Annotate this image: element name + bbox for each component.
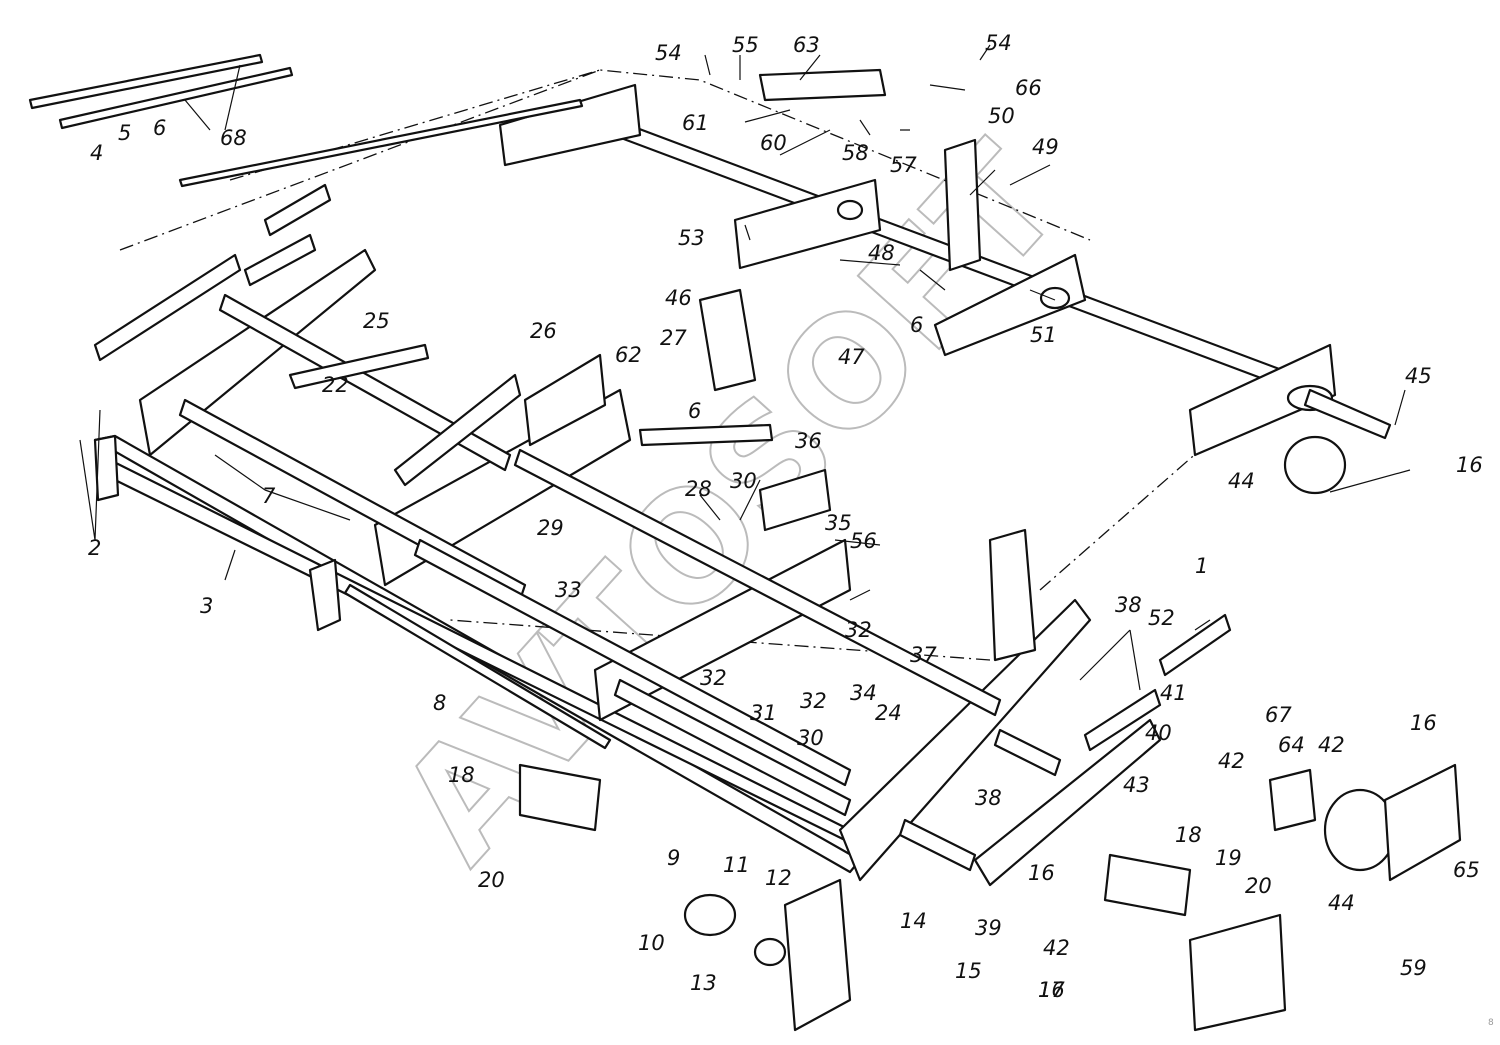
callout: 43 bbox=[1123, 773, 1150, 797]
callout: 16 bbox=[1028, 861, 1055, 885]
callout: 50 bbox=[988, 104, 1015, 128]
callout: 52 bbox=[1148, 606, 1175, 630]
upper-left-links bbox=[93, 183, 607, 487]
callout: 16 bbox=[1410, 711, 1437, 735]
callout: 19 bbox=[1215, 846, 1242, 870]
callout: 32 bbox=[845, 618, 872, 642]
callout: 16 bbox=[1038, 978, 1065, 1002]
callout: 3 bbox=[200, 594, 213, 618]
callout: 51 bbox=[1030, 323, 1057, 347]
callout: 65 bbox=[1453, 858, 1480, 882]
callout: 42 bbox=[1218, 749, 1245, 773]
callout: 26 bbox=[530, 319, 557, 343]
callout: 56 bbox=[850, 529, 877, 553]
disc-assemblies bbox=[518, 435, 1462, 1032]
callout: 4 bbox=[90, 141, 103, 165]
callout: 46 bbox=[665, 286, 692, 310]
callout: 18 bbox=[448, 763, 475, 787]
callout: 61 bbox=[682, 111, 709, 135]
callout: 54 bbox=[985, 31, 1012, 55]
callout: 66 bbox=[1015, 76, 1042, 100]
callout: 38 bbox=[975, 786, 1002, 810]
callout: 36 bbox=[795, 429, 822, 453]
callout: 44 bbox=[1328, 891, 1355, 915]
callout: 11 bbox=[723, 853, 750, 877]
callout: 37 bbox=[910, 643, 937, 667]
callout: 31 bbox=[750, 701, 777, 725]
callout: 68 bbox=[220, 126, 247, 150]
callout: 6 bbox=[688, 399, 701, 423]
callout: 49 bbox=[1032, 135, 1059, 159]
frame-outline-upper bbox=[119, 69, 1201, 661]
callout: 63 bbox=[793, 33, 820, 57]
callout: 13 bbox=[690, 971, 717, 995]
corner-mark: 8 bbox=[1488, 1018, 1494, 1028]
callout: 7 bbox=[262, 484, 276, 508]
callout: 30 bbox=[797, 726, 824, 750]
callout: 41 bbox=[1160, 681, 1187, 705]
callout: 32 bbox=[700, 666, 727, 690]
callout: 32 bbox=[800, 689, 827, 713]
callout: 8 bbox=[433, 691, 446, 715]
callout: 2 bbox=[88, 536, 101, 560]
callout: 42 bbox=[1318, 733, 1345, 757]
callout: 44 bbox=[1228, 469, 1255, 493]
callout: 6 bbox=[153, 116, 166, 140]
callout: 28 bbox=[685, 477, 712, 501]
callout: 45 bbox=[1405, 364, 1432, 388]
callout: 22 bbox=[322, 373, 349, 397]
callout: 12 bbox=[765, 866, 792, 890]
callout: 39 bbox=[975, 916, 1002, 940]
callout: 5 bbox=[118, 121, 131, 145]
callout: 16 bbox=[1456, 453, 1483, 477]
callout: 64 bbox=[1278, 733, 1305, 757]
callout: 33 bbox=[555, 578, 582, 602]
callout: 48 bbox=[868, 241, 895, 265]
callout: 47 bbox=[838, 345, 865, 369]
callout: 9 bbox=[667, 846, 680, 870]
callout: 27 bbox=[660, 326, 687, 350]
callout: 35 bbox=[825, 511, 852, 535]
callout: 1 bbox=[1195, 554, 1208, 578]
callout: 17 bbox=[1038, 978, 1065, 1002]
center-brackets bbox=[638, 68, 1317, 832]
callout: 30 bbox=[730, 469, 757, 493]
callout: 53 bbox=[678, 226, 705, 250]
callout-labels: 1 2 3 4 5 6 6 6 7 8 9 10 11 12 13 14 15 … bbox=[88, 31, 1483, 1002]
callout: 57 bbox=[890, 153, 917, 177]
callout: 60 bbox=[760, 131, 787, 155]
callout: 42 bbox=[1043, 936, 1070, 960]
callout: 58 bbox=[842, 141, 869, 165]
callout: 55 bbox=[732, 33, 759, 57]
callout: 38 bbox=[1115, 593, 1142, 617]
callout: 62 bbox=[615, 343, 642, 367]
callout: 10 bbox=[638, 931, 665, 955]
callout: 34 bbox=[850, 681, 877, 705]
callout: 59 bbox=[1400, 956, 1427, 980]
callout: 18 bbox=[1175, 823, 1202, 847]
callout: 6 bbox=[910, 313, 923, 337]
main-frame bbox=[93, 248, 1162, 887]
callout: 14 bbox=[900, 909, 927, 933]
callout: 20 bbox=[478, 868, 505, 892]
callout: 54 bbox=[655, 41, 682, 65]
callout: 20 bbox=[1245, 874, 1272, 898]
leader-lines bbox=[79, 44, 1411, 691]
tie-rods bbox=[28, 53, 584, 188]
callout: 67 bbox=[1265, 703, 1292, 727]
callout: 24 bbox=[875, 701, 902, 725]
callout: 40 bbox=[1145, 721, 1172, 745]
callout: 25 bbox=[363, 309, 390, 333]
callout: 29 bbox=[537, 516, 564, 540]
callout: 15 bbox=[955, 959, 982, 983]
